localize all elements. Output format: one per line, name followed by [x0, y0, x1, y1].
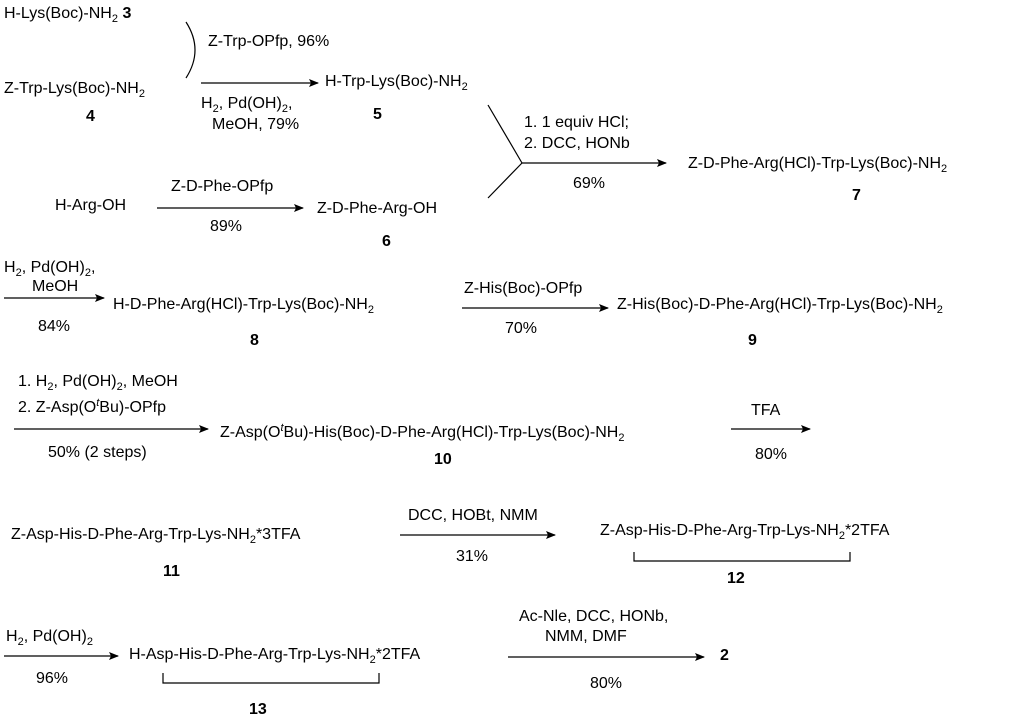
- condition-solvent-yield: MeOH, 79%: [212, 116, 300, 133]
- yield-89: 89%: [210, 218, 243, 235]
- compound-13-label: H-Asp-His-D-Phe-Arg-Trp-Lys-NH2*2TFA: [129, 646, 421, 666]
- compound-number-4: 4: [86, 108, 95, 125]
- merge-line-from-5: [487, 104, 523, 164]
- compound-number-7: 7: [852, 187, 861, 204]
- compound-number-5: 5: [373, 106, 382, 123]
- compound-6-label: Z-D-Phe-Arg-OH: [317, 200, 438, 217]
- yield-84: 84%: [38, 318, 71, 335]
- compound-number-6: 6: [382, 233, 391, 250]
- reagent-z-trp-opfp: Z-Trp-OPfp, 96%: [208, 33, 330, 50]
- compound-12-label: Z-Asp-His-D-Phe-Arg-Trp-Lys-NH2*2TFA: [600, 522, 890, 542]
- compound-number-9: 9: [748, 332, 757, 349]
- reagent-line-2: NMM, DMF: [545, 628, 627, 645]
- condition-hydrogenolysis: H2, Pd(OH)2,: [201, 95, 293, 115]
- condition-step-2: 2. DCC, HONb: [524, 135, 630, 152]
- condition-step-1: 1. 1 equiv HCl;: [524, 114, 629, 131]
- condition-step-2-coupling: 2. Z-Asp(OtBu)-OPfp: [18, 397, 166, 416]
- cyclization-bracket-13: [162, 673, 380, 684]
- compound-number-8: 8: [250, 332, 259, 349]
- compound-10-label: Z-Asp(OtBu)-His(Boc)-D-Phe-Arg(HCl)-Trp-…: [220, 422, 625, 444]
- curved-coupling-arrow: [185, 21, 196, 79]
- reagent-line-1: Ac-Nle, DCC, HONb,: [519, 608, 669, 625]
- yield-80-final: 80%: [590, 675, 623, 692]
- reagent-z-d-phe-opfp: Z-D-Phe-OPfp: [171, 178, 274, 195]
- yield-96: 96%: [36, 670, 69, 687]
- compound-number-10: 10: [434, 451, 452, 468]
- yield-50-two-steps: 50% (2 steps): [48, 444, 147, 461]
- compound-number-12: 12: [727, 570, 745, 587]
- condition-step-1-hydrogenolysis: 1. H2, Pd(OH)2, MeOH: [18, 373, 178, 393]
- compound-9-label: Z-His(Boc)-D-Phe-Arg(HCl)-Trp-Lys(Boc)-N…: [617, 296, 943, 316]
- compound-number-11: 11: [163, 563, 180, 580]
- compound-3-label: H-Lys(Boc)-NH2 3: [4, 5, 132, 25]
- yield-69: 69%: [573, 175, 606, 192]
- condition-hydrogenolysis-3: H2, Pd(OH)2: [6, 628, 93, 648]
- reagent-dcc-hobt-nmm: DCC, HOBt, NMM: [408, 507, 538, 524]
- merge-line-from-6: [487, 162, 523, 199]
- yield-70: 70%: [505, 320, 538, 337]
- cyclization-bracket-12: [633, 552, 851, 562]
- compound-h-arg-oh: H-Arg-OH: [55, 197, 127, 214]
- compound-11-label: Z-Asp-His-D-Phe-Arg-Trp-Lys-NH2*3TFA: [11, 526, 301, 546]
- compound-4-label: Z-Trp-Lys(Boc)-NH2: [4, 80, 145, 100]
- compound-5-label: H-Trp-Lys(Boc)-NH2: [325, 73, 468, 93]
- reagent-z-his-boc-opfp: Z-His(Boc)-OPfp: [464, 280, 583, 297]
- compound-7-label: Z-D-Phe-Arg(HCl)-Trp-Lys(Boc)-NH2: [688, 155, 948, 175]
- yield-31: 31%: [456, 548, 489, 565]
- compound-8-label: H-D-Phe-Arg(HCl)-Trp-Lys(Boc)-NH2: [113, 296, 374, 316]
- condition-hydrogenolysis-2: H2, Pd(OH)2,: [4, 259, 96, 279]
- compound-number-2: 2: [720, 647, 729, 664]
- reagent-tfa: TFA: [751, 402, 781, 419]
- condition-meoh: MeOH: [32, 278, 79, 295]
- compound-number-13: 13: [249, 701, 267, 718]
- yield-80-tfa: 80%: [755, 446, 788, 463]
- compound-number-3: 3: [122, 5, 132, 22]
